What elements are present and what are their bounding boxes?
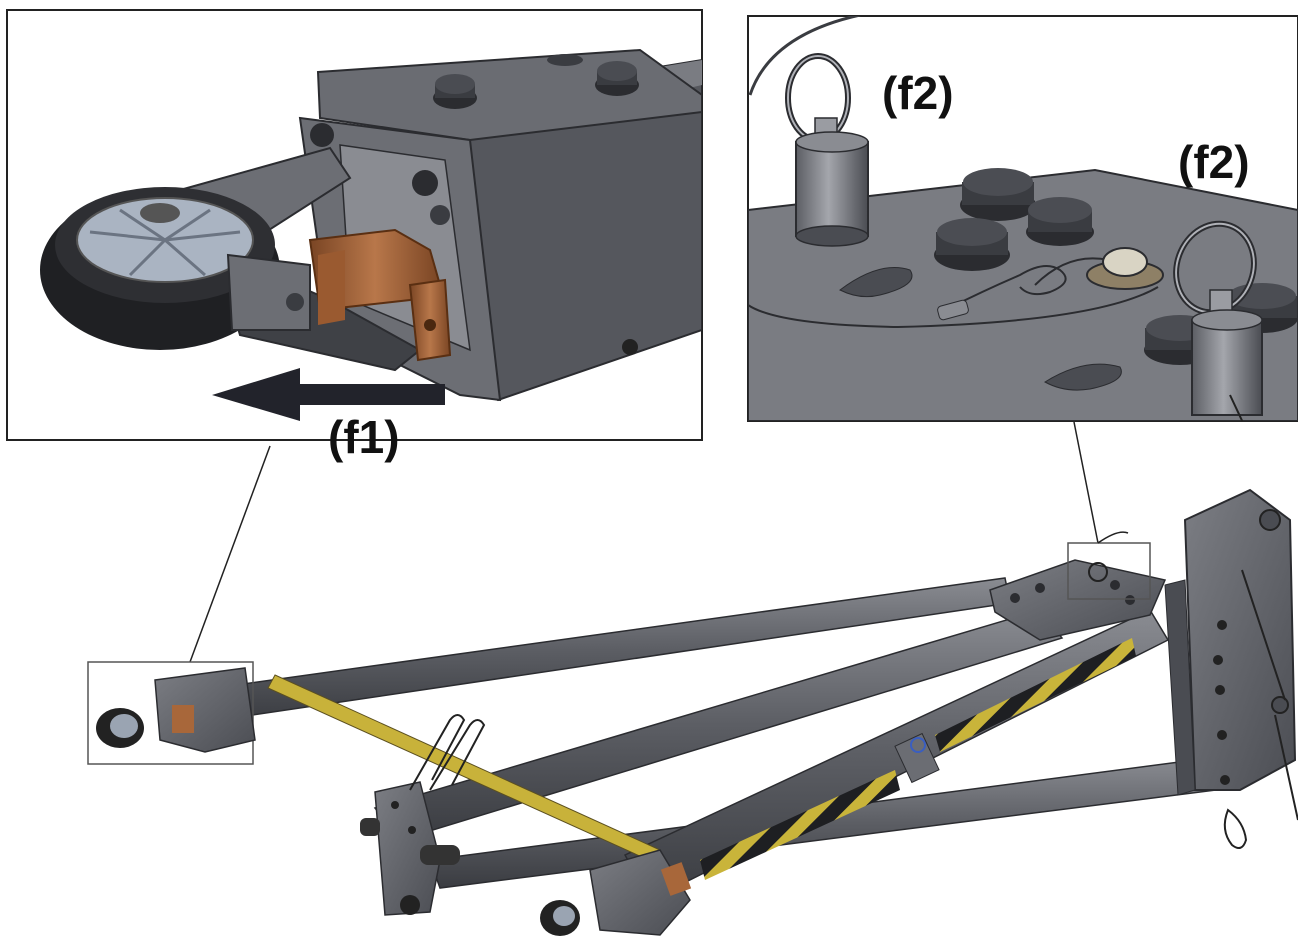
leader-line-f2 xyxy=(1073,421,1099,544)
top-junction-plate xyxy=(989,559,1167,641)
hex-bolt-icon xyxy=(433,74,477,109)
mast-plate xyxy=(1183,488,1297,791)
detail-inset-f1 xyxy=(6,9,703,441)
leader-line-f1 xyxy=(189,445,271,663)
left-arrow-icon xyxy=(212,368,445,421)
ring-pin-icon xyxy=(785,53,869,247)
hex-bolt-icon xyxy=(960,168,1036,221)
detail-marker-f2 xyxy=(1067,542,1151,600)
main-assembly xyxy=(87,488,1298,936)
caster-bracket xyxy=(172,705,194,733)
mast-cable xyxy=(1241,569,1286,701)
hazard-stripe-lower xyxy=(700,770,900,880)
lift-loop-left xyxy=(409,714,466,791)
hazard-stripe-upper xyxy=(935,638,1136,752)
leader-lines xyxy=(189,421,1099,663)
ring-pin-icon-right xyxy=(1173,220,1263,416)
logo-icon xyxy=(910,737,926,753)
mast-hook xyxy=(1223,808,1248,850)
detail-inset-f2 xyxy=(747,15,1298,422)
detail-marker-f1 xyxy=(87,661,254,765)
mast-side xyxy=(1164,579,1196,796)
callout-label-f2-top: (f2) xyxy=(882,67,954,119)
callout-label-f1: (f1) xyxy=(328,411,400,463)
lift-loop-right xyxy=(429,719,486,791)
callout-label-f2-right: (f2) xyxy=(1178,136,1250,188)
beam-joint-plate xyxy=(894,732,940,784)
